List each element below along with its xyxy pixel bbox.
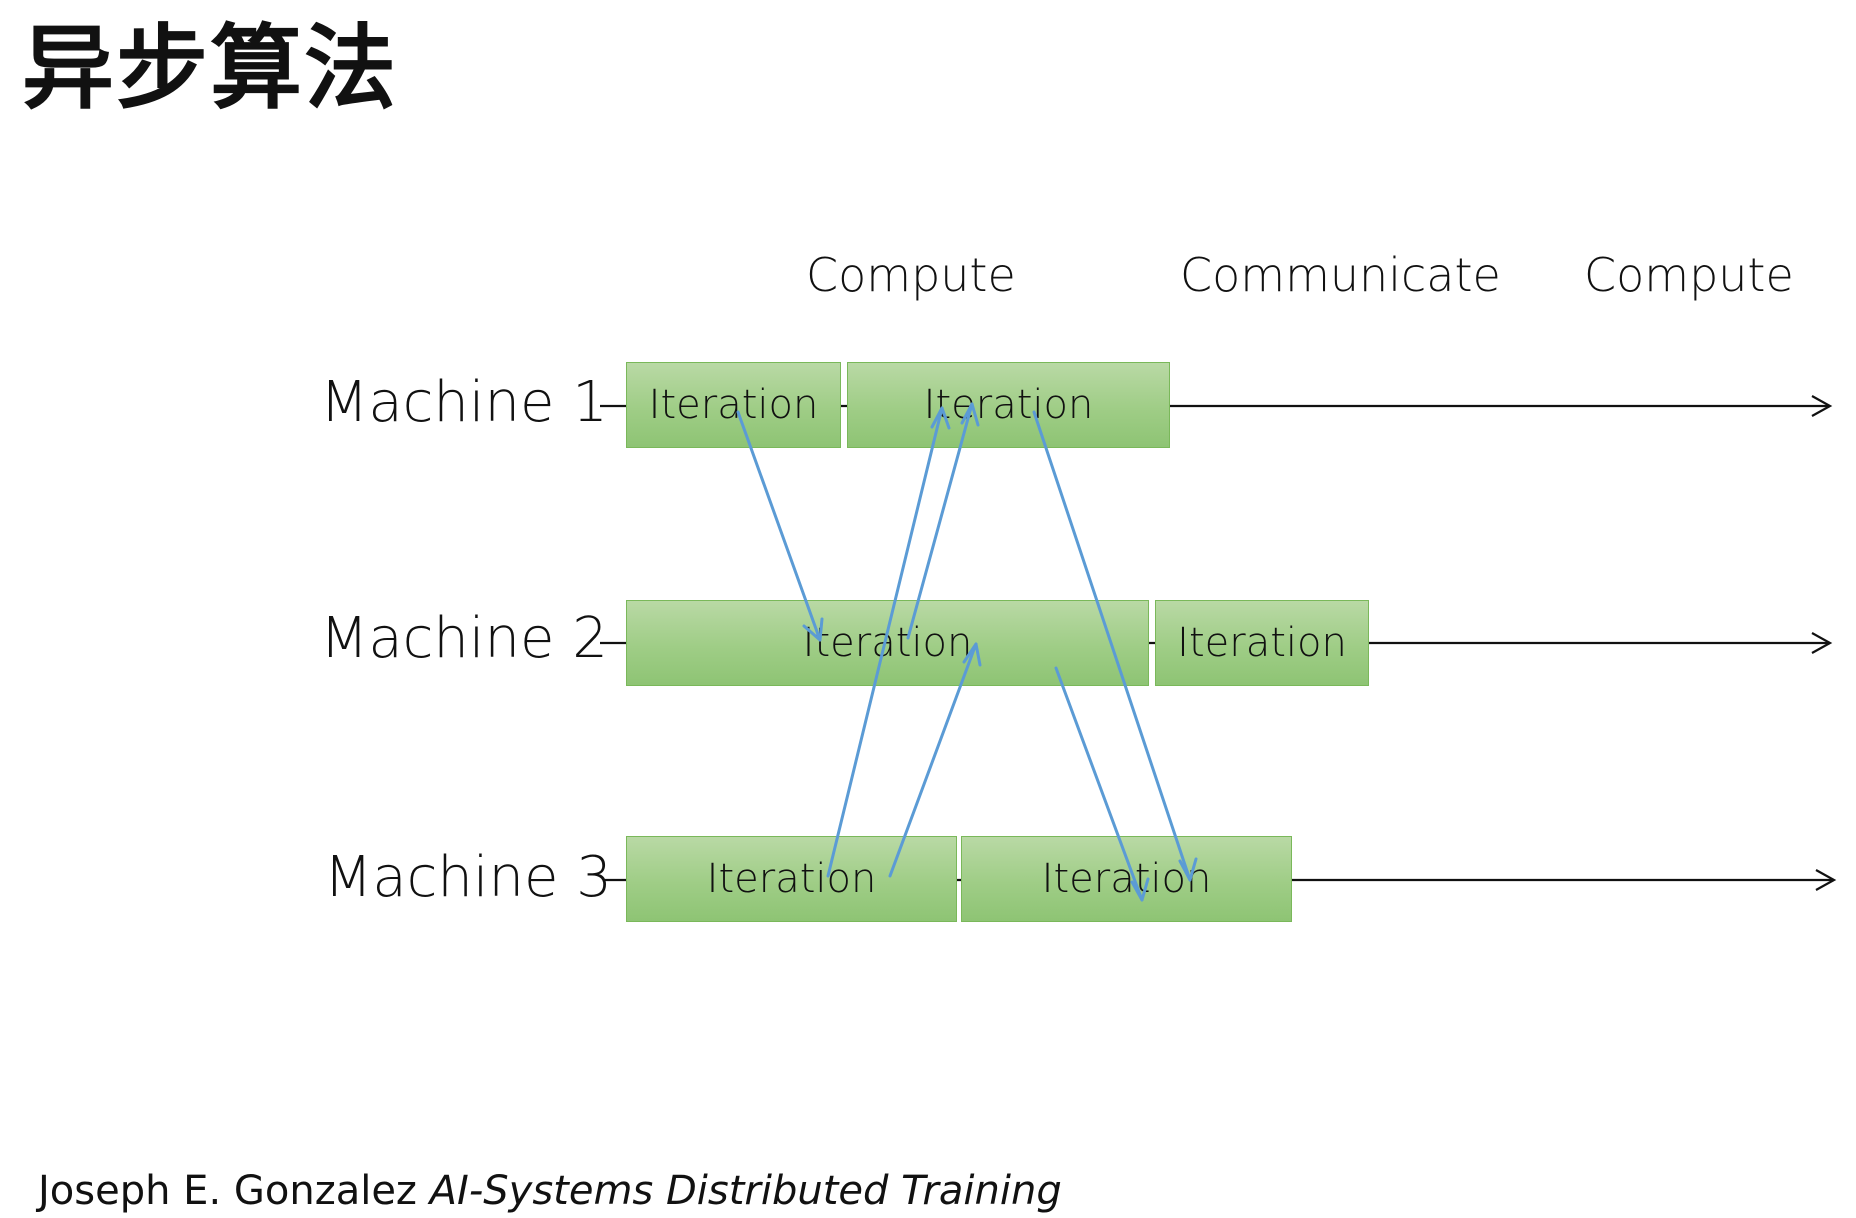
machine-label-2: Machine 2 [320,606,608,671]
arrow-m2-to-m3-head [1130,877,1150,902]
arrow-m3-to-m1-a [826,406,944,878]
arrow-m2-to-m3 [1054,666,1144,902]
timeline-arrowhead-3 [1815,869,1837,891]
arrow-m1-to-m3-head [1178,857,1198,882]
arrow-m1-to-m2 [736,410,822,642]
arrow-m1-to-m2-head [802,617,824,642]
machine-1-iteration-1: Iteration [626,362,841,448]
machine-2-iteration-2: Iteration [1155,600,1369,686]
footer-course: AI-Systems Distributed Training [429,1168,1062,1214]
page-title: 异步算法 [22,15,399,122]
timeline-arrowhead-1 [1811,395,1833,417]
arrow-m2-to-m1-head [960,402,980,427]
footer-author: Joseph E. Gonzalez [38,1168,417,1214]
arrow-m3-to-m1-a-head [930,406,951,430]
footer-citation: Joseph E. Gonzalez AI-Systems Distribute… [38,1168,1062,1214]
arrow-m3-to-m2-head [962,642,982,667]
machine-2-iteration-1: Iteration [626,600,1149,686]
arrow-m2-to-m1 [906,402,974,640]
phase-label-compute-1: Compute [806,248,1016,302]
phase-label-communicate: Communicate [1180,248,1501,302]
arrow-m1-to-m3 [1032,410,1192,882]
timeline-arrowhead-2 [1811,632,1833,654]
arrow-m3-to-m2 [888,642,978,878]
phase-label-compute-2: Compute [1584,248,1794,302]
machine-label-1: Machine 1 [320,370,608,435]
machine-3-iteration-1: Iteration [626,836,957,922]
machine-1-iteration-2: Iteration [847,362,1170,448]
machine-label-3: Machine 3 [324,845,612,910]
